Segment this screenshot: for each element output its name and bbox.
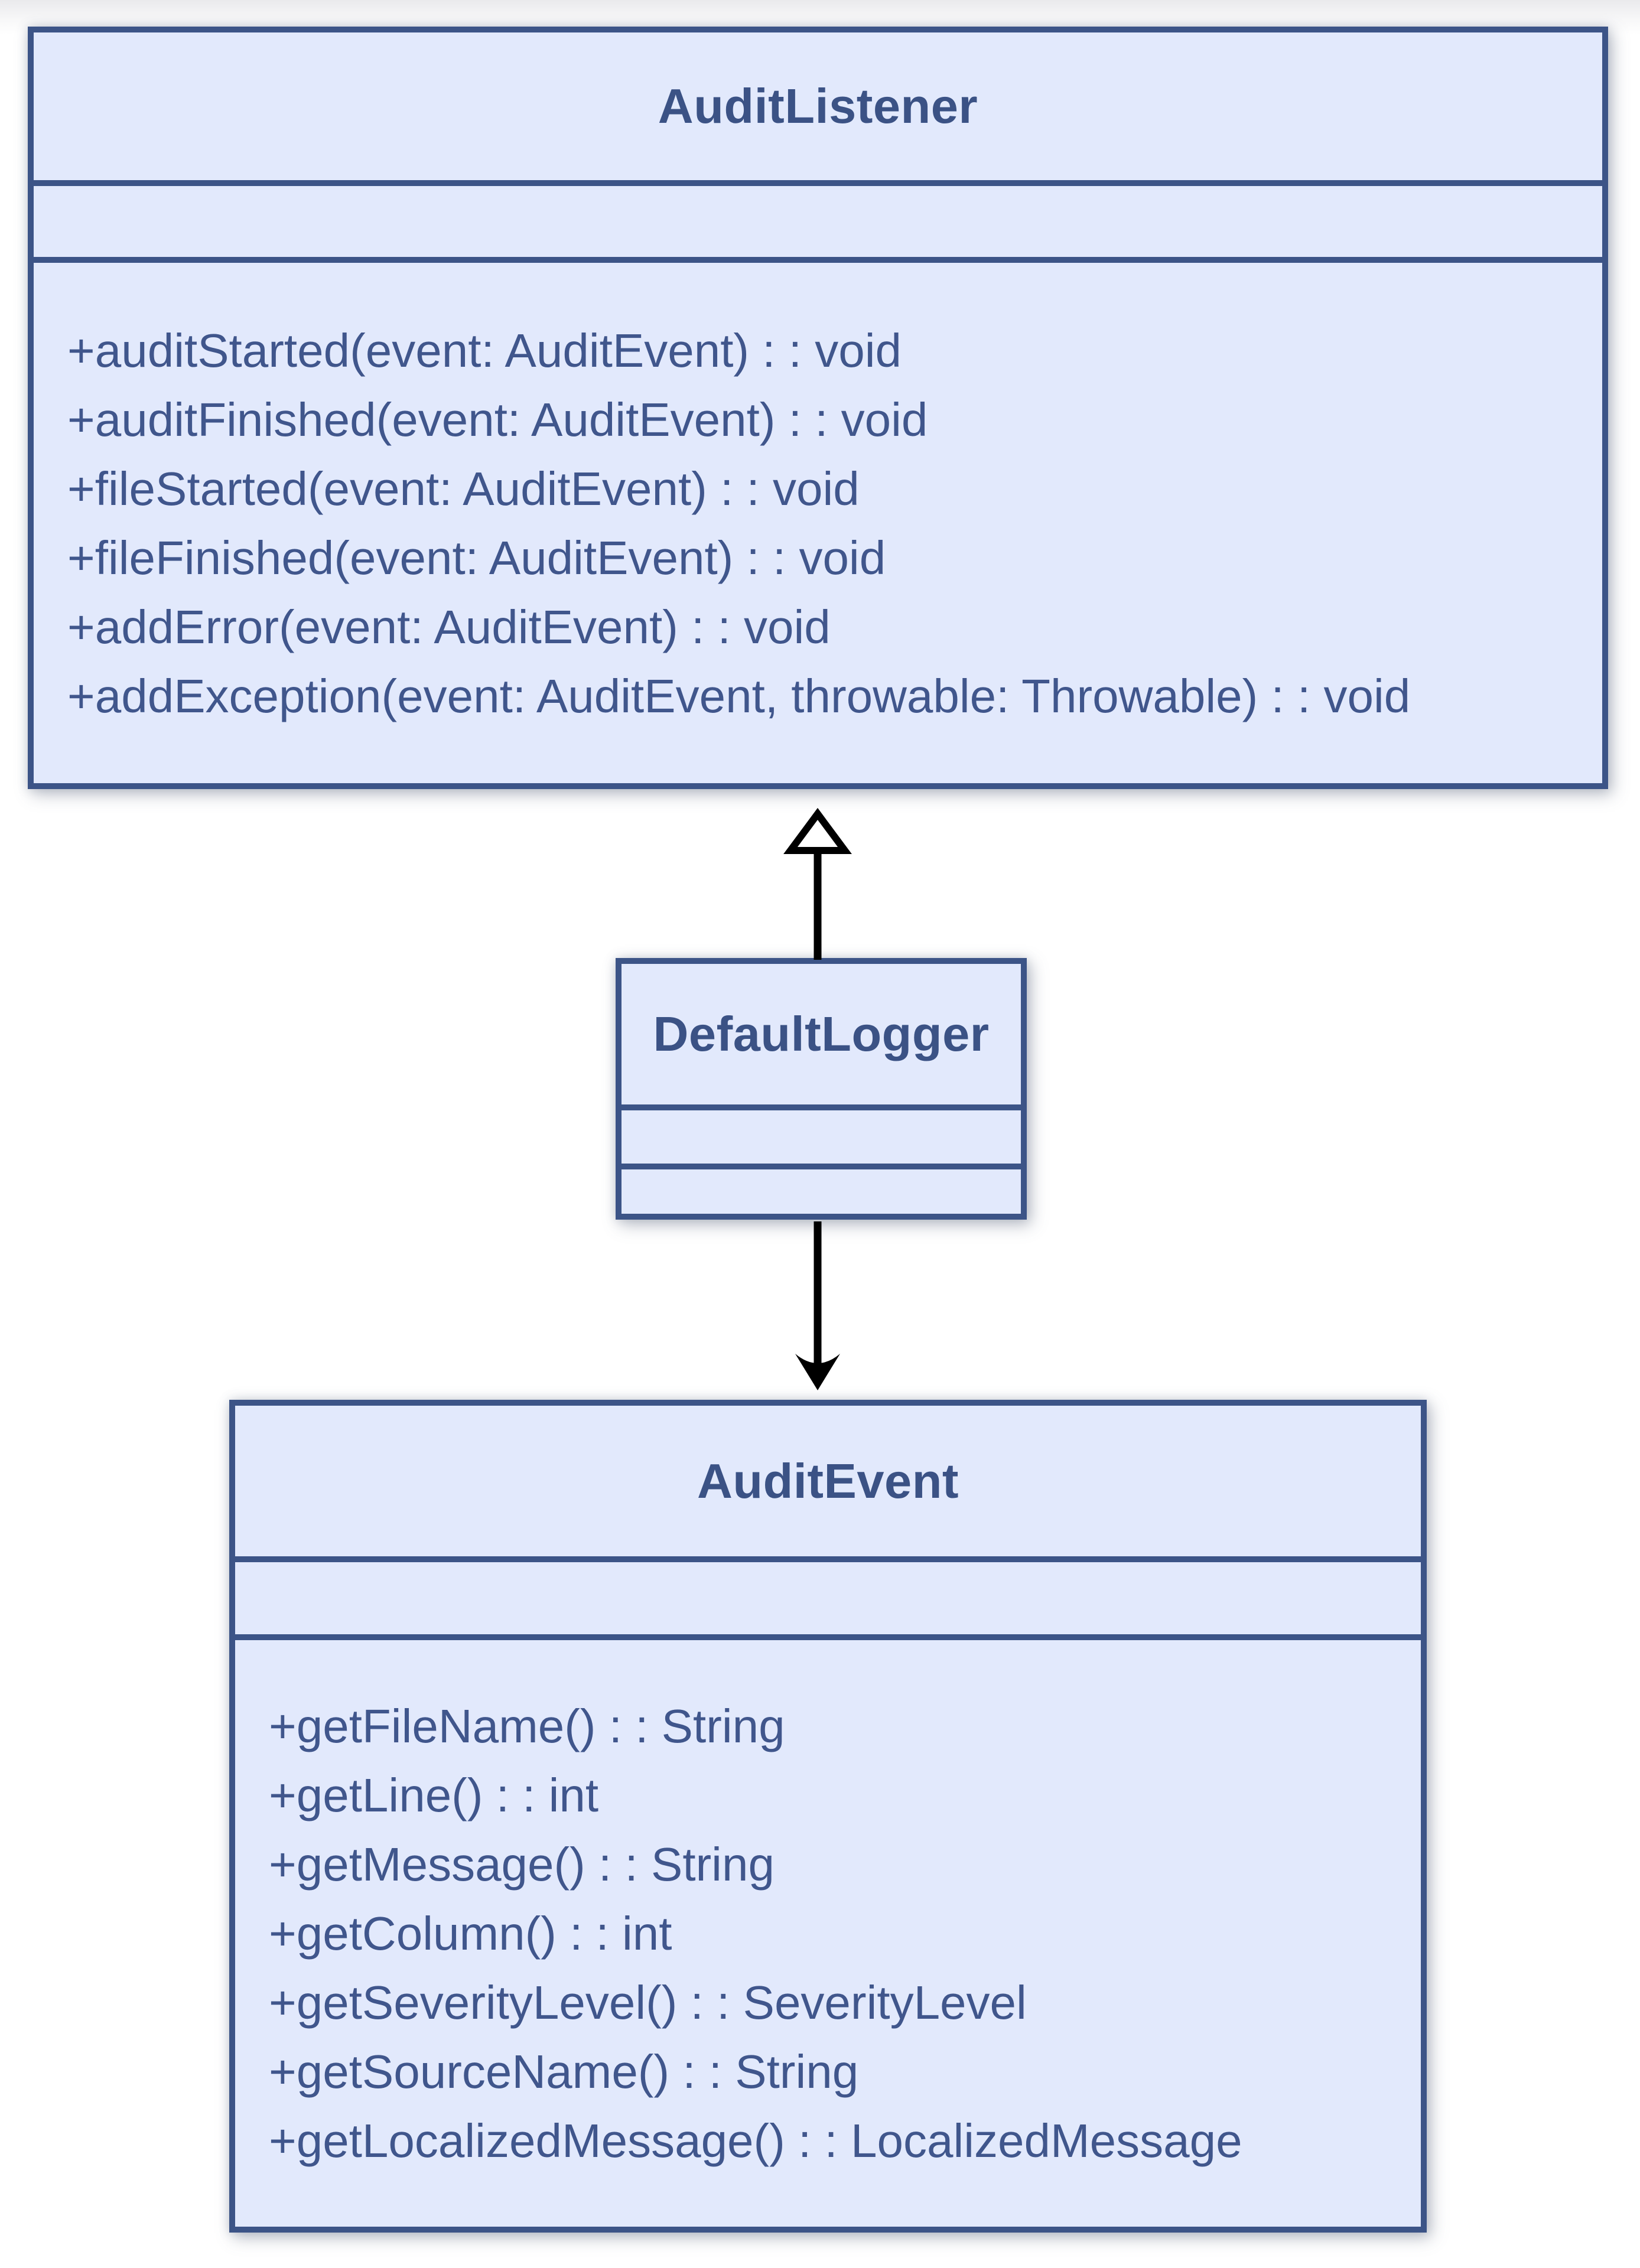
hollow-triangle-arrowhead-icon — [783, 807, 852, 854]
method-item: +getLine() : : int — [269, 1769, 599, 1821]
methods-compartment-auditlistener: +auditStarted(event: AuditEvent) : : voi… — [34, 257, 1602, 783]
class-box-auditlistener: AuditListener +auditStarted(event: Audit… — [28, 27, 1608, 789]
method-item: +getFileName() : : String — [269, 1700, 785, 1752]
class-box-defaultlogger: DefaultLogger — [616, 958, 1027, 1220]
methods-compartment-defaultlogger — [621, 1164, 1021, 1214]
class-box-auditevent: AuditEvent +getFileName() : : String +ge… — [229, 1400, 1427, 2233]
method-item: +getSeverityLevel() : : SeverityLevel — [269, 1976, 1027, 2029]
method-item: +getSourceName() : : String — [269, 2045, 859, 2098]
method-item: +auditStarted(event: AuditEvent) : : voi… — [67, 324, 902, 377]
method-item: +getLocalizedMessage() : : LocalizedMess… — [269, 2114, 1242, 2167]
attributes-compartment-auditlistener — [34, 180, 1602, 257]
method-item: +getMessage() : : String — [269, 1838, 775, 1891]
class-title-auditevent: AuditEvent — [697, 1453, 959, 1508]
class-title-defaultlogger: DefaultLogger — [653, 1006, 990, 1061]
methods-compartment-auditevent: +getFileName() : : String +getLine() : :… — [235, 1634, 1421, 2227]
method-item: +getColumn() : : int — [269, 1907, 672, 1960]
method-item: +fileStarted(event: AuditEvent) : : void — [67, 462, 860, 515]
association-arrow — [795, 1221, 840, 1390]
filled-arrowhead-icon — [795, 1354, 840, 1390]
method-item: +addException(event: AuditEvent, throwab… — [67, 669, 1411, 722]
attributes-compartment-auditevent — [235, 1556, 1421, 1634]
method-item: +auditFinished(event: AuditEvent) : : vo… — [67, 393, 928, 446]
generalization-arrow — [783, 807, 852, 960]
class-title-auditlistener: AuditListener — [658, 79, 978, 133]
attributes-compartment-defaultlogger — [621, 1104, 1021, 1164]
method-item: +addError(event: AuditEvent) : : void — [67, 600, 831, 653]
method-item: +fileFinished(event: AuditEvent) : : voi… — [67, 531, 886, 584]
